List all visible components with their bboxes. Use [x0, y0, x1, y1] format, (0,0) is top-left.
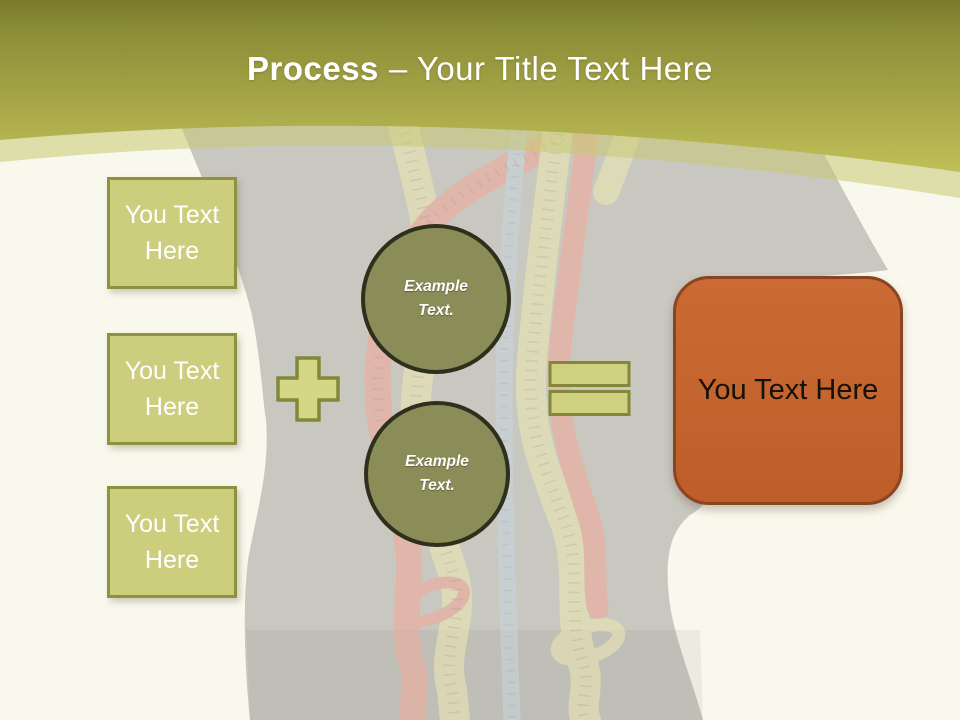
- input-box-2[interactable]: You Text Here: [107, 333, 237, 445]
- example-circle-2-line2: Text.: [419, 477, 455, 494]
- tape-blue-center: [495, 87, 531, 720]
- example-circle-1[interactable]: Example Text.: [361, 224, 511, 374]
- input-box-2-label: You Text Here: [124, 357, 220, 421]
- plus-icon: [276, 356, 340, 422]
- torso-bottom-shade: [246, 630, 703, 720]
- example-circle-1-line2: Text.: [418, 302, 454, 319]
- tape-red-left: [364, 85, 625, 720]
- tape-yellow-curl: [550, 618, 626, 666]
- input-box-1[interactable]: You Text Here: [107, 177, 237, 289]
- slide-title-keyword: Process: [246, 50, 379, 87]
- example-circle-2-line1: Example: [405, 453, 469, 470]
- slide-title-subtitle: – Your Title Text Here: [388, 50, 714, 87]
- tape-red-curl: [393, 576, 471, 628]
- equals-icon: [548, 361, 631, 416]
- example-circle-2[interactable]: Example Text.: [364, 401, 510, 547]
- result-box[interactable]: You Text Here: [673, 276, 903, 505]
- input-box-3-label: You Text Here: [124, 510, 220, 574]
- input-box-3[interactable]: You Text Here: [107, 486, 237, 598]
- example-circle-1-line1: Example: [404, 278, 468, 295]
- result-box-label: You Text Here: [697, 374, 879, 406]
- slide-title[interactable]: Process– Your Title Text Here: [0, 50, 960, 88]
- header-bar: [0, 0, 960, 172]
- input-box-1-label: You Text Here: [124, 201, 220, 265]
